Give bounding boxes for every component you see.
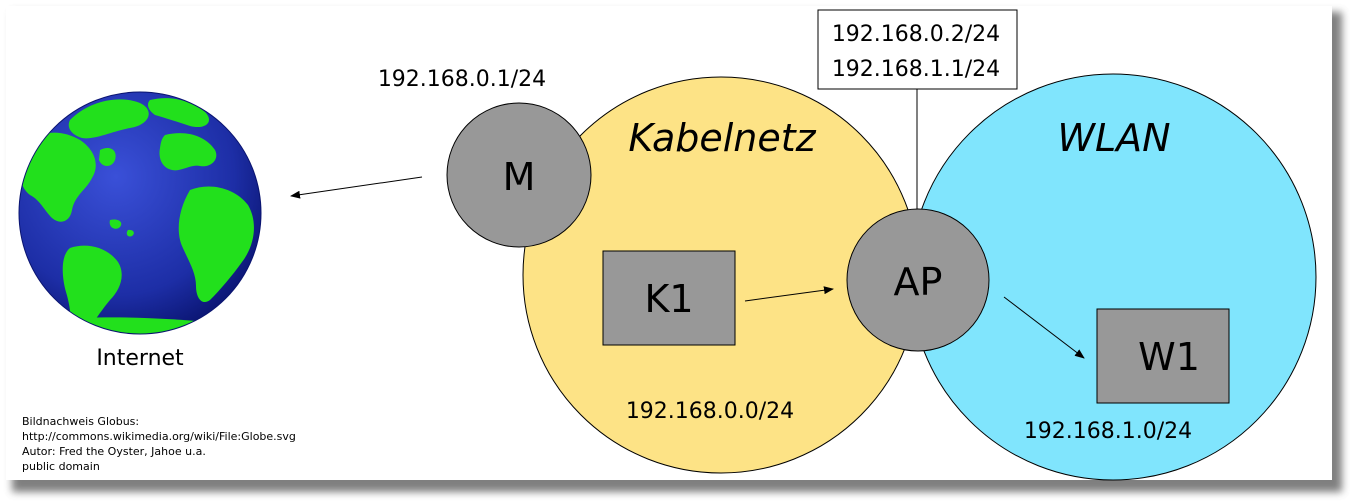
arrow-ap-to-w1 [1003,296,1085,359]
modem-node[interactable] [446,102,592,248]
internet-label: Internet [96,346,184,371]
wlan-subnet: 192.168.1.0/24 [1024,419,1192,444]
credit-line-1: Bildnachweis Globus: [22,415,140,428]
w1-node[interactable] [1096,308,1230,404]
image-credit: Bildnachweis Globus: http://commons.wiki… [22,414,296,474]
wlan-title: WLAN [1057,116,1170,160]
kabelnetz-title: Kabelnetz [628,116,816,160]
arrow-modem-to-internet [290,176,423,199]
w1-label: W1 [1138,335,1200,379]
arrow-k1-to-ap [744,286,834,302]
ap-ip-1: 192.168.0.2/24 [832,22,1000,47]
kabelnetz-subnet: 192.168.0.0/24 [626,399,794,424]
ap-ip-2: 192.168.1.1/24 [832,57,1000,82]
credit-line-2: http://commons.wikimedia.org/wiki/File:G… [22,430,296,443]
credit-line-4: public domain [22,460,100,473]
globe-icon [18,91,262,335]
ap-label: AP [894,260,943,304]
credit-line-3: Autor: Fred the Oyster, Jahoe u.a. [22,445,206,458]
modem-ip: 192.168.0.1/24 [378,67,546,92]
ap-ip-box [817,9,1018,90]
ap-node[interactable] [846,208,990,352]
k1-node[interactable] [602,250,736,346]
modem-label: M [503,155,536,199]
k1-label: K1 [644,277,693,321]
